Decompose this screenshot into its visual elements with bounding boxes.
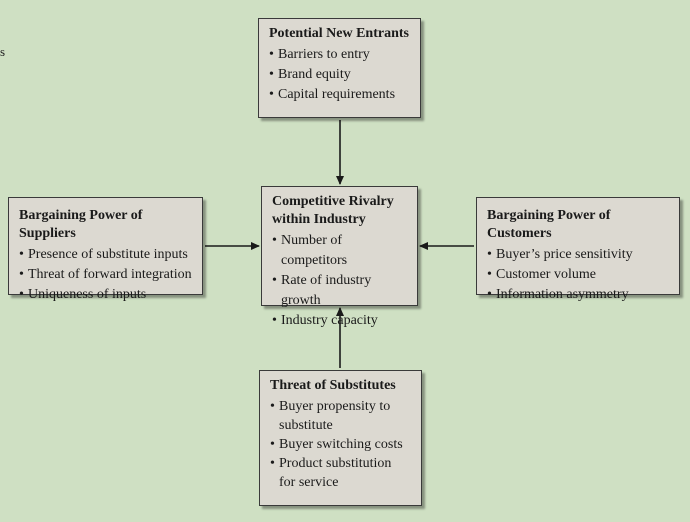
- list-item: Brand equity: [269, 65, 410, 85]
- list-item: Buyer propensity to substitute: [270, 397, 411, 435]
- competitive-rivalry-title-line1: Competitive Rivalry: [272, 194, 394, 209]
- list-item: Customer volume: [487, 265, 669, 285]
- competitive-rivalry-box: Competitive Rivalry within Industry Numb…: [261, 186, 418, 331]
- list-item: Threat of forward integration: [19, 265, 192, 285]
- customers-title: Bargaining Power of Customers: [487, 208, 611, 241]
- potential-new-entrants-list: Barriers to entry Brand equity Capital r…: [269, 45, 410, 105]
- list-item: Information asymmetry: [487, 285, 669, 305]
- list-item: Presence of substitute inputs: [19, 245, 192, 265]
- suppliers-box: Bargaining Power of Suppliers Presence o…: [8, 197, 203, 305]
- list-item: Barriers to entry: [269, 45, 410, 65]
- suppliers-list: Presence of substitute inputs Threat of …: [19, 245, 192, 305]
- list-item: Capital requirements: [269, 85, 410, 105]
- list-item: Buyer switching costs: [270, 435, 411, 454]
- competitive-rivalry-title-line2: within Industry: [272, 212, 366, 227]
- competitive-rivalry-list: Number of competitors Rate of industry g…: [272, 231, 407, 331]
- list-item: Product substitution for service: [270, 454, 411, 492]
- potential-new-entrants-box: Potential New Entrants Barriers to entry…: [258, 18, 421, 118]
- list-item: Number of competitors: [272, 231, 407, 271]
- potential-new-entrants-title: Potential New Entrants: [269, 26, 409, 41]
- customers-list: Buyer’s price sensitivity Customer volum…: [487, 245, 669, 305]
- list-item: Buyer’s price sensitivity: [487, 245, 669, 265]
- substitutes-list: Buyer propensity to substitute Buyer swi…: [270, 397, 411, 492]
- list-item: Rate of industry growth: [272, 271, 407, 311]
- substitutes-box: Threat of Substitutes Buyer propensity t…: [259, 370, 422, 506]
- substitutes-title: Threat of Substitutes: [270, 378, 396, 393]
- customers-box: Bargaining Power of Customers Buyer’s pr…: [476, 197, 680, 305]
- list-item: Uniqueness of inputs: [19, 285, 192, 305]
- suppliers-title: Bargaining Power of Suppliers: [19, 208, 143, 241]
- edge-text-fragment: s: [0, 44, 6, 59]
- list-item: Industry capacity: [272, 311, 407, 331]
